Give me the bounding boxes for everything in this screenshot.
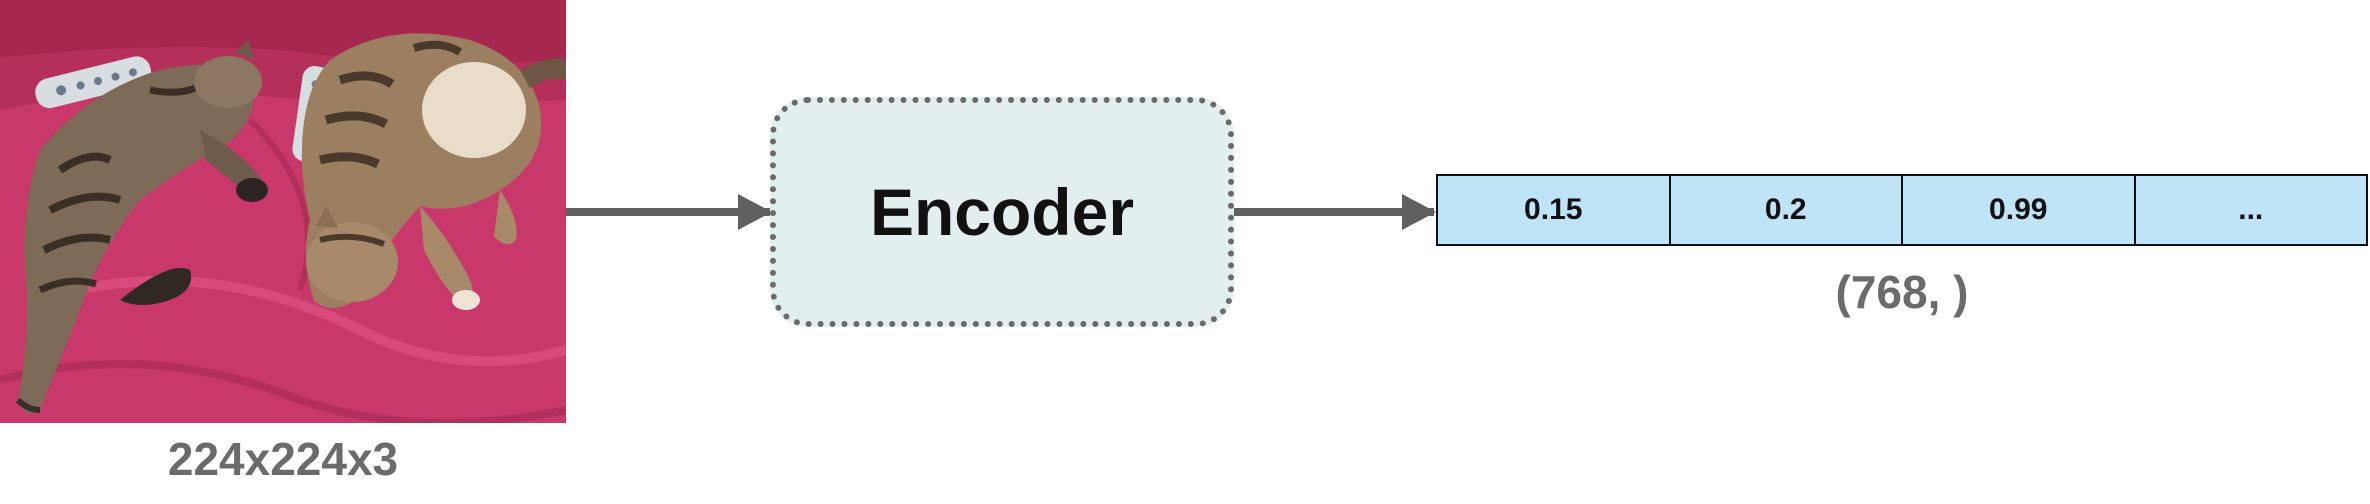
embedding-vector: 0.15 0.2 0.99 ... xyxy=(1436,174,2368,246)
encoder-label: Encoder xyxy=(869,175,1135,249)
input-shape-label: 224x224x3 xyxy=(167,433,399,485)
output-shape-label: (768, ) xyxy=(1835,266,1969,318)
vector-cell-ellipsis: ... xyxy=(2133,176,2366,244)
encoder-block: Encoder xyxy=(770,97,1234,327)
vector-cell: 0.2 xyxy=(1668,176,1901,244)
encoder-to-vector-arrow xyxy=(1234,194,1436,230)
input-to-encoder-arrow xyxy=(566,194,772,230)
vector-cell: 0.99 xyxy=(1901,176,2134,244)
vector-cell: 0.15 xyxy=(1438,176,1669,244)
input-image xyxy=(0,0,566,423)
